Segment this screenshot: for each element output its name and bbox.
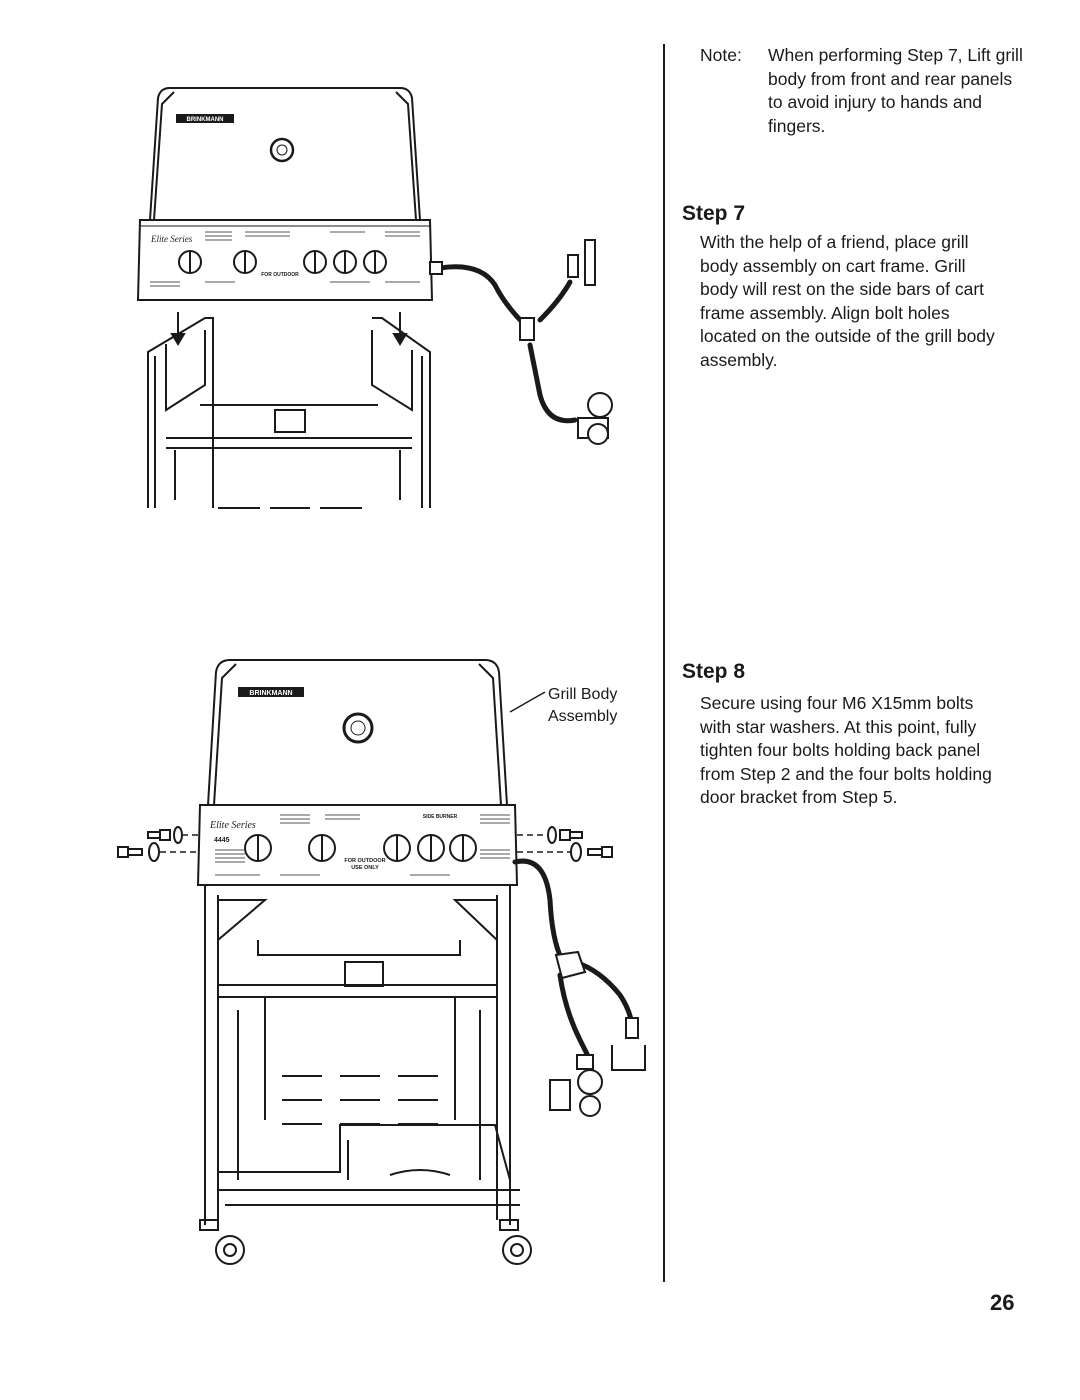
grill-body-callout: Grill Body Assembly <box>548 684 648 728</box>
outdoor-text-2: FOR OUTDOOR <box>344 858 385 864</box>
brand-plate-2 <box>238 687 304 697</box>
callout-line1: Grill Body <box>548 686 618 703</box>
brand-text-2: BRINKMANN <box>249 690 292 697</box>
step7-body: With the help of a friend, place grill b… <box>700 232 995 370</box>
outdoor-text-3: USE ONLY <box>351 865 379 871</box>
column-divider <box>663 44 665 1282</box>
brand-plate <box>176 114 234 123</box>
brand-text: BRINKMANN <box>187 117 224 123</box>
outdoor-text: FOR OUTDOOR <box>261 272 299 278</box>
callout-line2: Assembly <box>548 708 618 725</box>
note-block: Note: When performing Step 7, Lift grill… <box>700 44 1030 138</box>
note-text: When performing Step 7, Lift grill body … <box>768 45 1023 136</box>
step8-heading: Step 8 <box>682 660 746 683</box>
step7-illustration: BRINKMANN Elite Series FOR OUTDOOR <box>136 87 613 509</box>
note-label: Note: <box>700 45 742 65</box>
model-text: 4445 <box>214 837 230 844</box>
page-number: 26 <box>990 1290 1015 1315</box>
step8-illustration: BRINKMANN Elite Series 4445 FOR OUTDOOR … <box>117 659 646 1265</box>
series-text: Elite Series <box>150 234 193 244</box>
series-text-2: Elite Series <box>209 820 256 831</box>
burner-text: SIDE BURNER <box>423 814 458 820</box>
step8-body: Secure using four M6 X15mm bolts with st… <box>700 693 992 807</box>
step7-heading: Step 7 <box>682 202 746 225</box>
